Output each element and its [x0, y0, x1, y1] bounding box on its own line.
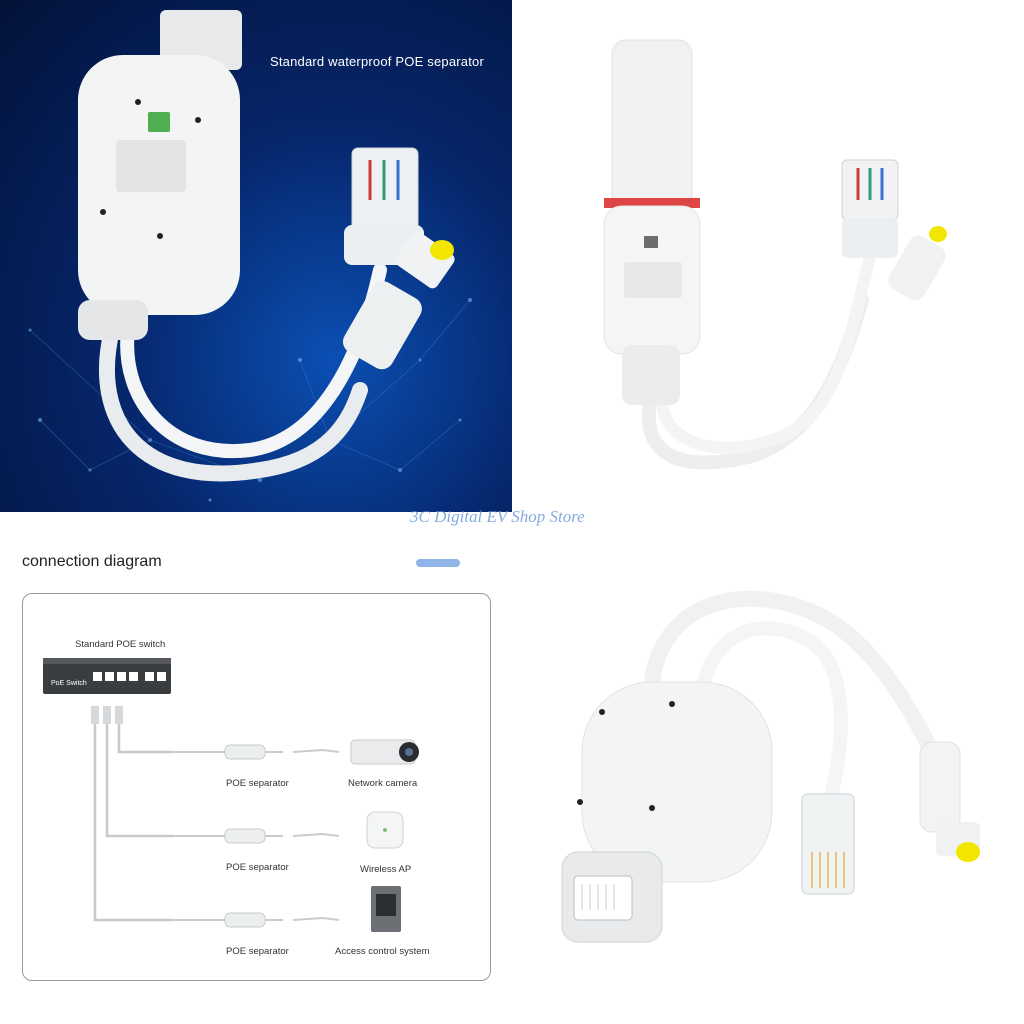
access-control-icon	[371, 886, 401, 932]
separator-label-2: POE separator	[226, 862, 289, 873]
product-caption: Standard waterproof POE separator	[270, 54, 484, 69]
device-label-access-control: Access control system	[335, 946, 430, 957]
switch-label: Standard POE switch	[75, 639, 166, 650]
store-watermark: 3C Digital EV Shop Store	[410, 507, 585, 526]
camera-icon	[350, 739, 419, 765]
poe-separator-illustration	[28, 10, 472, 502]
access-point-icon	[366, 811, 404, 849]
connection-diagram-panel: connection diagram	[0, 512, 512, 1024]
accent-pill	[416, 559, 460, 567]
product-photo-white	[512, 0, 1024, 512]
device-label-ap: Wireless AP	[360, 864, 412, 875]
poe-separator-upright-illustration	[603, 39, 947, 470]
device-label-camera: Network camera	[348, 778, 418, 789]
diagram-title: connection diagram	[22, 553, 162, 570]
separator-label-1: POE separator	[226, 778, 289, 789]
poe-separator-rear-illustration	[561, 590, 980, 943]
diagram-lines	[43, 658, 419, 932]
product-photo-rear	[512, 512, 1024, 1024]
switch-faceplate: PoE Switch	[51, 680, 87, 687]
separator-label-3: POE separator	[226, 946, 289, 957]
product-photo-blue: Standard waterproof POE separator	[0, 0, 512, 512]
diagram-frame: Standard POE switch PoE Switch POE separ…	[22, 593, 491, 981]
